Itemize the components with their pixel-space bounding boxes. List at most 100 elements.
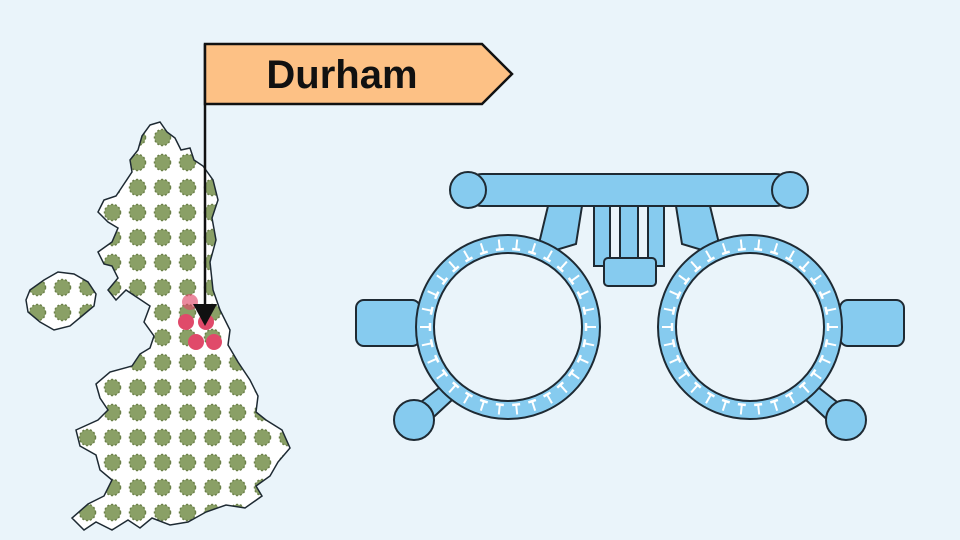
lens-notch: [531, 400, 537, 412]
lens-notch: [463, 394, 470, 404]
lens-notch-bar: [527, 250, 537, 256]
lens-notch-bar: [675, 354, 682, 363]
lens-notch-bar: [721, 398, 731, 404]
lens-notch-bar: [542, 391, 552, 398]
lens-notch-bar: [809, 368, 817, 377]
lens-notch: [463, 250, 470, 260]
lens-notch: [801, 384, 810, 394]
lens-notch-bar: [693, 265, 702, 273]
lens-notch: [497, 404, 501, 415]
lens-notch: [578, 357, 589, 364]
lens-notch-bar: [429, 306, 434, 315]
lens-notch-bar: [824, 339, 829, 348]
lens-notch-bar: [464, 391, 474, 398]
lens-notch: [584, 342, 595, 347]
lens-notch-bar: [433, 291, 440, 300]
lens-notch-bar: [451, 265, 460, 273]
lens-notch: [559, 260, 568, 270]
lens-notch: [427, 290, 438, 297]
lens-notch: [448, 384, 457, 394]
trial-frame-glasses-icon: [355, 171, 905, 441]
lens-notch-bar: [582, 339, 587, 348]
lens-notch: [669, 357, 680, 364]
lens-notch: [436, 372, 446, 380]
lens-notch-bar: [671, 306, 676, 315]
lens-notch: [546, 394, 553, 404]
lens-notch: [479, 242, 485, 254]
lens-notch: [705, 250, 712, 260]
lens-notch: [788, 250, 795, 260]
lens-notch: [421, 342, 432, 347]
lens-notch-bar: [798, 265, 807, 273]
lens-notch-bar: [451, 381, 460, 389]
lens-notch-bar: [706, 391, 716, 398]
lens-notch-bar: [576, 354, 583, 363]
lens-notch: [757, 404, 761, 415]
lens-notch: [678, 372, 688, 380]
lens-notch-bar: [582, 306, 587, 315]
lens-notch: [705, 394, 712, 404]
lens-notch: [721, 400, 727, 412]
lens-notch-bar: [798, 381, 807, 389]
lens-notch-bar: [769, 398, 779, 404]
lens-notch-bar: [809, 277, 817, 286]
lens-notch: [436, 274, 446, 282]
lens-notch-bar: [495, 402, 504, 407]
lens-notch-bar: [784, 256, 794, 263]
lens-notch: [669, 290, 680, 297]
lens-notch-bar: [556, 265, 565, 273]
lens-notch-bar: [683, 368, 691, 377]
lens-notch-bar: [737, 402, 746, 407]
lens-notch: [788, 394, 795, 404]
lens-notch-bar: [737, 247, 746, 252]
lens-notch-bar: [818, 354, 825, 363]
lens-notch-bar: [512, 402, 521, 407]
lens-notch-bar: [754, 247, 763, 252]
lens-notch: [448, 260, 457, 270]
lens-notch-bar: [479, 250, 489, 256]
sign-label: Durham: [266, 53, 417, 97]
lens-notch: [570, 372, 580, 380]
lens-notch-bar: [824, 306, 829, 315]
lens-notch: [739, 239, 743, 250]
lens-notch-bar: [769, 250, 779, 256]
lens-notch: [812, 274, 822, 282]
lens-notch-bar: [576, 291, 583, 300]
location-sign: Durham: [203, 42, 514, 106]
durham-highlight-dots: [178, 294, 222, 350]
lens-notch: [721, 242, 727, 254]
lens-notch-bar: [675, 291, 682, 300]
lens-notch: [546, 250, 553, 260]
lens-notch: [515, 404, 519, 415]
lens-notch-bar: [433, 354, 440, 363]
lens-notch: [421, 307, 432, 312]
lens-notch: [663, 307, 674, 312]
lens-notch: [584, 307, 595, 312]
lens-notch: [497, 239, 501, 250]
lens-notch: [826, 307, 837, 312]
lens-notch: [678, 274, 688, 282]
lens-notch-bar: [683, 277, 691, 286]
lens-notch: [826, 342, 837, 347]
lens-notch: [663, 342, 674, 347]
lens-notch: [690, 384, 699, 394]
lens-notch: [690, 260, 699, 270]
lens-notch: [515, 239, 519, 250]
lens-notch-bar: [567, 277, 575, 286]
lens-notch: [531, 242, 537, 254]
lens-notch: [820, 290, 831, 297]
lens-notch: [427, 357, 438, 364]
lens-notch-bar: [441, 277, 449, 286]
lens-notch: [757, 239, 761, 250]
lens-notch-bar: [671, 339, 676, 348]
lens-notch: [739, 404, 743, 415]
lens-notch-bar: [527, 398, 537, 404]
lens-notch: [578, 290, 589, 297]
lens-notch-bar: [512, 247, 521, 252]
lens-notch-bar: [818, 291, 825, 300]
lens-notch: [559, 384, 568, 394]
lens-notch: [773, 242, 779, 254]
lens-notch: [801, 260, 810, 270]
lens-notch-bar: [495, 247, 504, 252]
